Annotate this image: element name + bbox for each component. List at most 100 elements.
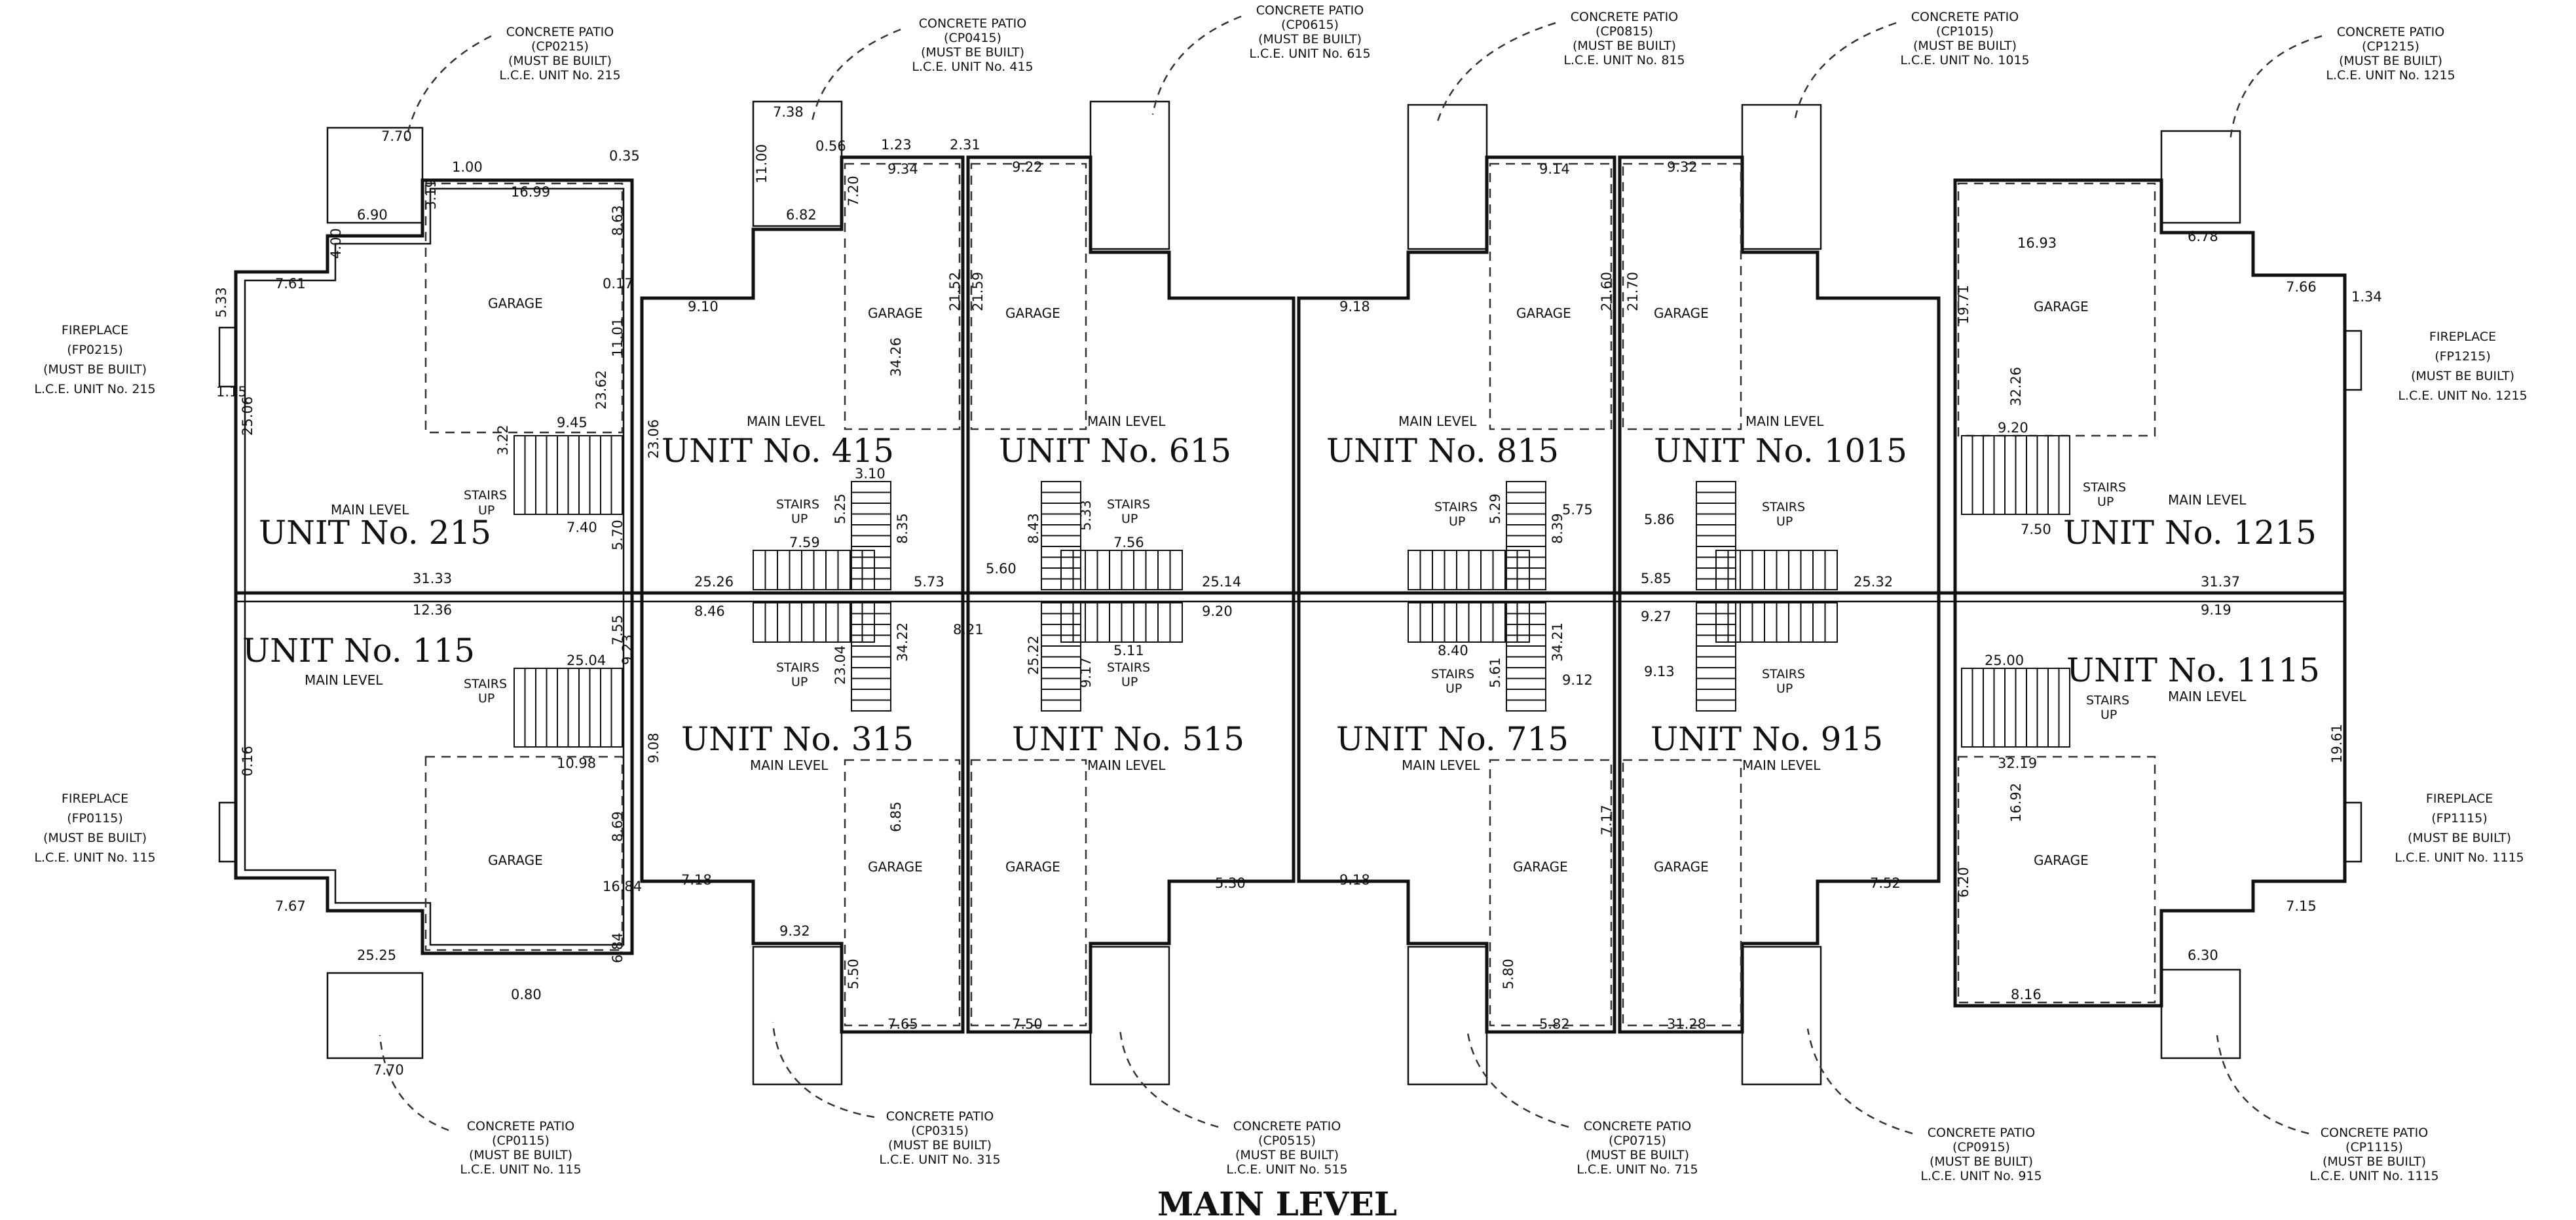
dimensions: 16.99 8.63 11.01 23.62 9.45 3.22 7.40 5.… xyxy=(214,104,2382,1078)
dimension-label: 7.50 xyxy=(1012,1016,1043,1032)
stairs-label: STAIRS xyxy=(776,660,819,675)
dimension-label: 34.21 xyxy=(1550,622,1565,662)
dimension-label: 6.20 xyxy=(1956,867,1971,898)
garage-label: GARAGE xyxy=(868,859,923,875)
dimension-label: 0.16 xyxy=(240,746,255,776)
callout-ref: L.C.E. UNIT No. 615 xyxy=(1249,47,1370,61)
callout-title: FIREPLACE xyxy=(62,791,128,806)
unit-titles: UNIT No. 215 UNIT No. 415 UNIT No. 615 U… xyxy=(242,432,2320,758)
dimension-label: 7.66 xyxy=(2286,279,2317,295)
dimension-label: 1.15 xyxy=(216,384,247,400)
callout-note: (MUST BE BUILT) xyxy=(1913,39,2017,53)
dimension-label: 2.31 xyxy=(950,137,980,153)
dimension-label: 1.00 xyxy=(452,159,483,175)
dimension-label: 5.73 xyxy=(914,574,944,590)
unit-215-115-outline-inner xyxy=(244,187,625,946)
dimension-label: 19.61 xyxy=(2329,724,2345,763)
unit-title: UNIT No. 615 xyxy=(999,432,1231,470)
garage-outline-415 xyxy=(844,162,961,430)
callout-note: (MUST BE BUILT) xyxy=(43,831,147,845)
dimension-label: 0.80 xyxy=(511,987,542,1002)
dimension-label: 9.20 xyxy=(1202,603,1233,619)
dimension-label: 7.70 xyxy=(373,1062,404,1078)
dimension-label: 23.06 xyxy=(646,419,662,459)
callout-cp1115: CONCRETE PATIO (CP1115) (MUST BE BUILT) … xyxy=(2309,1126,2438,1183)
dimension-label: 4.00 xyxy=(328,228,344,259)
callout-cp0115: CONCRETE PATIO (CP0115) (MUST BE BUILT) … xyxy=(460,1119,581,1177)
up-label: UP xyxy=(478,503,495,518)
leader-cp0715 xyxy=(1466,1028,1569,1128)
dimension-label: 7.70 xyxy=(381,128,412,144)
callout-ref: L.C.E. UNIT No. 515 xyxy=(1226,1162,1347,1177)
dimension-label: 9.18 xyxy=(1339,299,1370,315)
stairs-label: STAIRS xyxy=(1434,500,1478,514)
patio-cp0615 xyxy=(1089,100,1170,250)
callout-title: CONCRETE PATIO xyxy=(2337,25,2445,39)
drawing-title: MAIN LEVEL xyxy=(1157,1185,1397,1220)
callout-title: FIREPLACE xyxy=(62,323,128,337)
callout-fp1215: FIREPLACE (FP1215) (MUST BE BUILT) L.C.E… xyxy=(2398,330,2527,403)
garage-label: GARAGE xyxy=(1654,859,1709,875)
callout-ref: L.C.E. UNIT No. 315 xyxy=(879,1153,1000,1167)
up-label: UP xyxy=(478,691,495,706)
callout-code: (CP0415) xyxy=(944,31,1001,45)
garage-label: GARAGE xyxy=(488,852,543,868)
main-level-label: MAIN LEVEL xyxy=(1742,757,1821,773)
dimension-label: 31.28 xyxy=(1667,1016,1706,1032)
callout-cp0615: CONCRETE PATIO (CP0615) (MUST BE BUILT) … xyxy=(1249,3,1370,61)
callout-code: (CP1015) xyxy=(1936,24,1994,39)
callout-code: (CP0815) xyxy=(1596,24,1653,39)
dimension-label: 9.13 xyxy=(1644,664,1675,679)
dimension-label: 0.17 xyxy=(603,276,633,292)
callout-ref: L.C.E. UNIT No. 915 xyxy=(1920,1169,2042,1183)
stairs-label: STAIRS xyxy=(1107,497,1150,512)
dimension-label: 7.55 xyxy=(610,615,625,645)
patio-cp0115 xyxy=(326,972,424,1059)
stair-415 xyxy=(753,481,891,590)
building-outline xyxy=(218,155,2362,1034)
callout-code: (CP0315) xyxy=(911,1124,969,1138)
dimension-label: 10.98 xyxy=(557,755,596,771)
dimension-label: 1.34 xyxy=(2351,289,2382,305)
unit-title: UNIT No. 915 xyxy=(1651,720,1883,758)
callout-note: (MUST BE BUILT) xyxy=(2323,1154,2426,1169)
callout-code: (CP0215) xyxy=(531,39,589,54)
patio-cp1115 xyxy=(2160,968,2241,1059)
up-label: UP xyxy=(1776,514,1793,529)
patio-cp0415 xyxy=(752,100,843,227)
dimension-label: 5.11 xyxy=(1113,643,1144,658)
garage-outline-215 xyxy=(424,182,624,434)
dimension-label: 11.00 xyxy=(754,144,770,183)
dimension-label: 5.60 xyxy=(986,561,1017,577)
dimension-label: 8.39 xyxy=(1550,513,1565,544)
callout-note: (MUST BE BUILT) xyxy=(43,362,147,377)
callout-fp1115: FIREPLACE (FP1115) (MUST BE BUILT) L.C.E… xyxy=(2395,791,2524,865)
dimension-label: 6.84 xyxy=(610,932,625,963)
dimension-label: 9.17 xyxy=(1078,657,1094,688)
dimension-label: 7.38 xyxy=(773,104,804,120)
up-label: UP xyxy=(1121,675,1138,689)
stairs-label: STAIRS xyxy=(776,497,819,512)
main-level-label: MAIN LEVEL xyxy=(2168,689,2247,704)
dimension-label: 25.04 xyxy=(567,653,606,668)
callout-ref: L.C.E. UNIT No. 415 xyxy=(912,60,1033,74)
stair-515 xyxy=(1041,602,1183,712)
dimension-label: 7.15 xyxy=(2286,898,2317,914)
callout-note: (MUST BE BUILT) xyxy=(921,45,1024,60)
dimension-label: 6.78 xyxy=(2188,229,2218,244)
callout-title: CONCRETE PATIO xyxy=(1233,1119,1341,1134)
dimension-label: 8.63 xyxy=(610,205,625,236)
callout-code: (CP0715) xyxy=(1609,1134,1666,1148)
callout-title: CONCRETE PATIO xyxy=(1911,10,2019,24)
garage-outline-1015 xyxy=(1622,162,1742,430)
callout-code: (CP0915) xyxy=(1952,1140,2010,1154)
callout-fp0215: FIREPLACE (FP0215) (MUST BE BUILT) L.C.E… xyxy=(34,323,155,396)
up-label: UP xyxy=(2097,495,2114,509)
callout-cp0215: CONCRETE PATIO (CP0215) (MUST BE BUILT) … xyxy=(499,25,620,83)
dimension-label: 5.33 xyxy=(1078,500,1094,531)
callout-fp0115: FIREPLACE (FP0115) (MUST BE BUILT) L.C.E… xyxy=(34,791,155,865)
stair-115 xyxy=(513,668,623,748)
leader-cp0515 xyxy=(1119,1028,1219,1128)
garage-label: GARAGE xyxy=(488,295,543,311)
